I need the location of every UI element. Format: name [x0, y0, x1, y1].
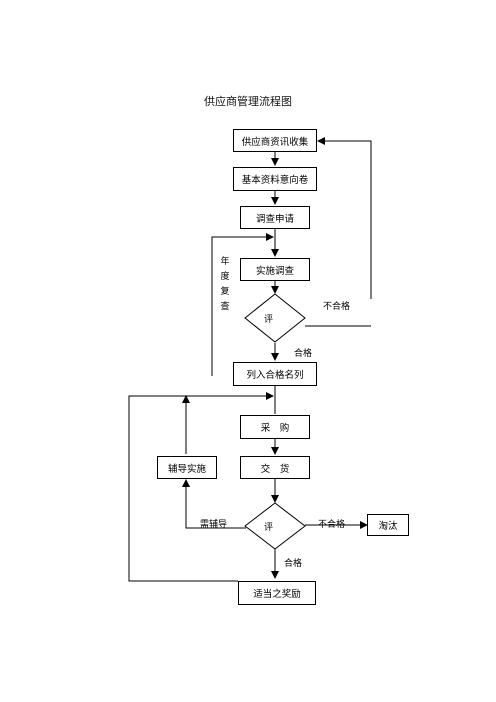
node-eliminate: 淘汰	[367, 514, 409, 536]
node-evaluate1-label: 评	[264, 315, 274, 325]
edge-label-qualified-1: 合格	[294, 349, 313, 359]
edge-label-need-coaching: 需辅导	[200, 520, 228, 530]
arrow-need-coaching	[182, 479, 246, 529]
node-questionnaire: 基本资料意向卷	[233, 167, 317, 191]
edge-label-unqualified-1: 不合格	[323, 302, 351, 312]
node-investigate: 实施调查	[240, 258, 310, 281]
node-collect: 供应商资讯收集	[233, 129, 317, 152]
node-coach: 辅导实施	[157, 456, 217, 479]
page-title: 供应商管理流程图	[204, 95, 292, 108]
evaluate2-diamond	[244, 502, 306, 550]
edge-label-annual-review: 年度复查	[220, 257, 230, 312]
arrow-annual-review	[211, 233, 274, 376]
node-purchase: 采 购	[240, 415, 310, 439]
node-evaluate2-label: 评	[264, 523, 274, 533]
edge-label-unqualified-2: 不合格	[318, 520, 346, 530]
edge-label-qualified-2: 合格	[284, 559, 303, 569]
arrow-unqualified-to-collect	[317, 137, 372, 299]
node-qualified-list: 列入合格名列	[233, 362, 317, 386]
node-deliver: 交 货	[240, 456, 310, 479]
node-apply: 调查申请	[240, 206, 310, 229]
arrow-reward-loop	[128, 392, 274, 582]
node-reward: 适当之奖励	[238, 581, 316, 605]
evaluate1-diamond	[244, 293, 306, 343]
